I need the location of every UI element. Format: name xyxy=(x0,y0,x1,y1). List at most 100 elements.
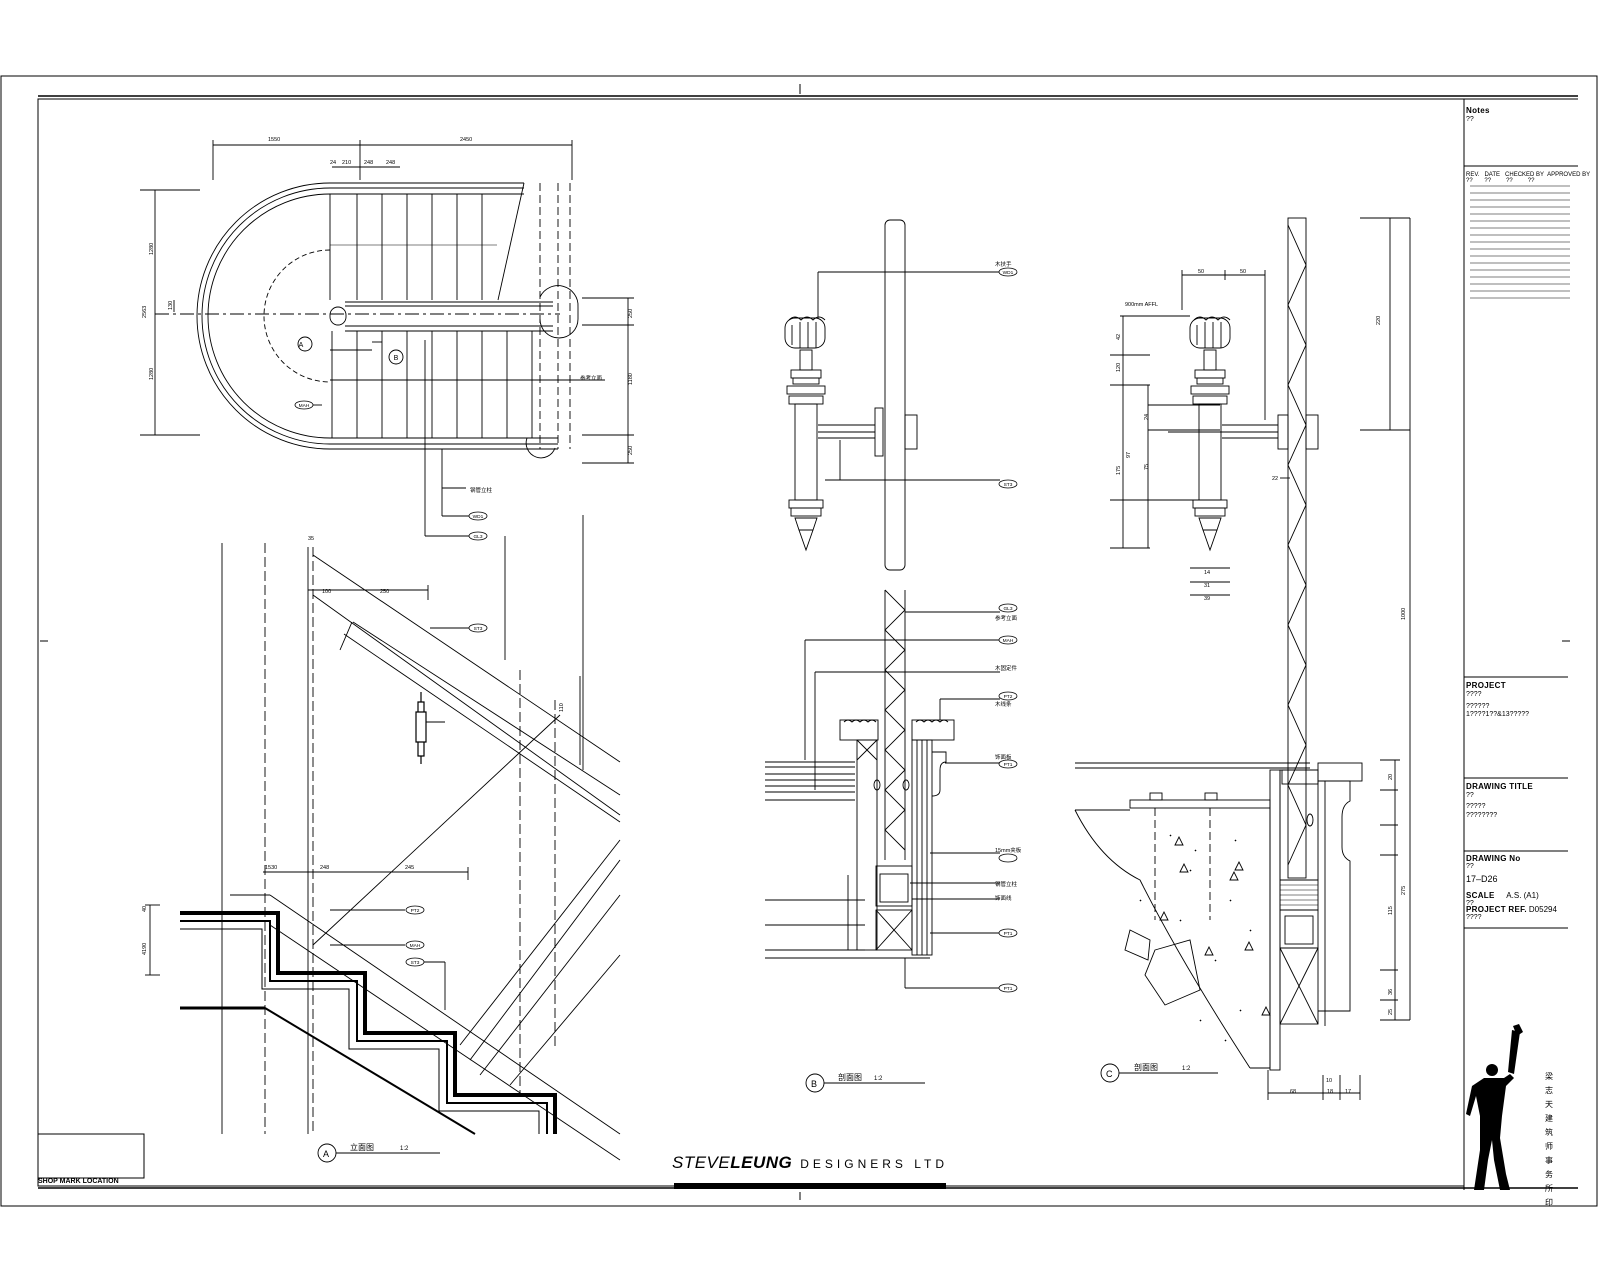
note-fixing: 木固定件 xyxy=(995,664,1018,672)
elev-dim: 110 xyxy=(559,703,565,712)
scale-label: SCALE xyxy=(1466,891,1495,900)
project-line1: ???? xyxy=(1466,691,1482,698)
project-ref-row: PROJECT REF. D05294 xyxy=(1466,906,1557,915)
note-panel: 饰面板 xyxy=(995,753,1012,761)
tag-gl3: GL3 xyxy=(1003,606,1012,612)
sec-c-dim: 20 xyxy=(1388,774,1394,780)
stair-plan xyxy=(140,140,634,770)
tag-pt2: PT2 xyxy=(411,908,420,914)
sec-c-dim: 68 xyxy=(1290,1089,1296,1095)
detail-tag-b-scale: 1:2 xyxy=(874,1076,883,1082)
sec-c-dim: 220 xyxy=(1376,316,1382,325)
note-ref: 参考立面 xyxy=(995,614,1018,622)
scale-sub: ?? xyxy=(1466,900,1474,907)
sec-c-dim: 97 xyxy=(1126,452,1132,458)
revision-values: ?? ?? ?? ?? xyxy=(1466,178,1535,184)
note-moulding: 饰面线 xyxy=(995,894,1012,902)
plan-dim-left: 1280 xyxy=(149,243,155,255)
rev-header: REV. xyxy=(1466,172,1480,178)
elev-dim: 100 xyxy=(322,589,331,595)
plan-dim-2450: 2450 xyxy=(460,137,472,143)
modulor-figure-icon xyxy=(1466,1024,1523,1190)
logo-part-steve: STEVE xyxy=(672,1153,731,1172)
drawing-title-line2: ????? xyxy=(1466,803,1486,810)
vertical-office-name: 梁志 天建 筑师 事务 所印 xyxy=(1545,1072,1553,1207)
sec-c-dim: 275 xyxy=(1401,886,1407,895)
detail-tag-b-title: 剖面图 xyxy=(838,1072,862,1082)
dimension-text: 1550 2450 24 210 248 248 2563 1280 1280 … xyxy=(142,137,1407,1095)
section-b xyxy=(765,219,1000,1093)
note-steel: 钢管立柱 xyxy=(470,486,493,494)
plan-dim-sub: 248 xyxy=(364,160,373,166)
sec-c-dim: 24 xyxy=(1144,414,1150,420)
tag-mah: MAH xyxy=(410,943,421,949)
tag-wd1: WD1 xyxy=(1003,270,1014,276)
scale-row: SCALE A.S. (A1) xyxy=(1466,892,1539,901)
logo-part-designers: DESIGNERS LTD xyxy=(800,1157,949,1171)
elev-dim: 1530 xyxy=(265,865,277,871)
logo-part-leung: LEUNG xyxy=(730,1153,793,1172)
drawing-no-label: DRAWING No xyxy=(1466,854,1521,863)
notes-label: Notes xyxy=(1466,106,1490,115)
sec-c-dim: 25 xyxy=(1388,1009,1394,1015)
tag-pt1: PT1 xyxy=(1004,762,1013,768)
stair-elevation xyxy=(145,543,621,1163)
plan-dim-left: 1280 xyxy=(149,368,155,380)
note-trim: 木线条 xyxy=(995,700,1012,708)
sec-c-dim: 50 xyxy=(1240,269,1246,275)
sec-c-dim: 120 xyxy=(1116,363,1122,372)
sec-c-dim: 14 xyxy=(1204,570,1210,576)
sec-c-dim: 1000 xyxy=(1401,608,1407,620)
detail-tag-c-scale: 1:2 xyxy=(1182,1066,1191,1072)
elev-dim: 245 xyxy=(405,865,414,871)
tag-wd1: WD1 xyxy=(473,514,484,520)
logo-bar xyxy=(674,1183,946,1189)
sec-c-dim: 42 xyxy=(1116,334,1122,340)
note-ref: 参考立面 xyxy=(580,374,603,382)
project-ref-value: D05294 xyxy=(1528,905,1557,914)
detail-tag-a-title: 立面图 xyxy=(350,1142,374,1152)
tag-mah: MAH xyxy=(1003,638,1014,644)
plan-dim-left: 130 xyxy=(168,301,174,310)
tag-labels: MAH WD1 GL3 ST3 PT2 MAH ST3 WD1 ST3 GL3 … xyxy=(299,270,1014,992)
project-line3: 1????1??&13????? xyxy=(1466,711,1530,718)
svg-text:B: B xyxy=(394,355,399,362)
note-steel: 钢管立柱 xyxy=(995,880,1018,888)
detail-tag-c-letter: C xyxy=(1106,1069,1113,1079)
tag-st3: ST3 xyxy=(1004,482,1013,488)
project-ref-sub: ???? xyxy=(1466,914,1482,921)
elev-dim: 250 xyxy=(380,589,389,595)
sec-c-dim: 17 xyxy=(1345,1089,1351,1095)
section-b-notes: 木扶手 参考立面 木固定件 木线条 饰面板 15mm夹板 钢管立柱 饰面线 钢管… xyxy=(470,260,1022,902)
detail-tag-a-scale: 1:2 xyxy=(400,1146,409,1152)
sec-c-dim: 36 xyxy=(1388,989,1394,995)
plan-dim-right: 250 xyxy=(628,446,634,455)
company-logo: STEVELEUNG DESIGNERS LTD xyxy=(672,1153,948,1173)
note-ply: 15mm夹板 xyxy=(995,846,1022,854)
drawing-no-sub: ?? xyxy=(1466,863,1474,870)
section-c xyxy=(1074,217,1411,1100)
elev-dim: 40 xyxy=(142,906,148,912)
sec-c-level-note: 900mm AFFL xyxy=(1125,302,1158,308)
drawing-no-value: 17–D26 xyxy=(1466,874,1498,884)
sec-c-dim: 31 xyxy=(1204,583,1210,589)
plan-dim-1550: 1550 xyxy=(268,137,280,143)
sec-c-dim: 50 xyxy=(1198,269,1204,275)
elev-dim: 4190 xyxy=(142,943,148,955)
project-ref-label: PROJECT REF. xyxy=(1466,905,1527,914)
tag-st3: ST3 xyxy=(474,626,483,632)
sec-c-dim: 22 xyxy=(1272,476,1278,482)
detail-tag-c-title: 剖面图 xyxy=(1134,1062,1158,1072)
sec-c-dim: 75 xyxy=(1144,464,1150,470)
plan-dim-right: 250 xyxy=(628,309,634,318)
notes-value: ?? xyxy=(1466,116,1474,123)
tag-gl3: GL3 xyxy=(473,534,482,540)
tag-pt1: PT1 xyxy=(1004,986,1013,992)
sec-c-dim: 39 xyxy=(1204,596,1210,602)
tag-st3: ST3 xyxy=(411,960,420,966)
project-line2: ?????? xyxy=(1466,703,1490,710)
plan-dim-sub: 24 xyxy=(330,160,336,166)
plan-dim-sub: 248 xyxy=(386,160,395,166)
detail-tag-a-letter: A xyxy=(323,1149,329,1159)
